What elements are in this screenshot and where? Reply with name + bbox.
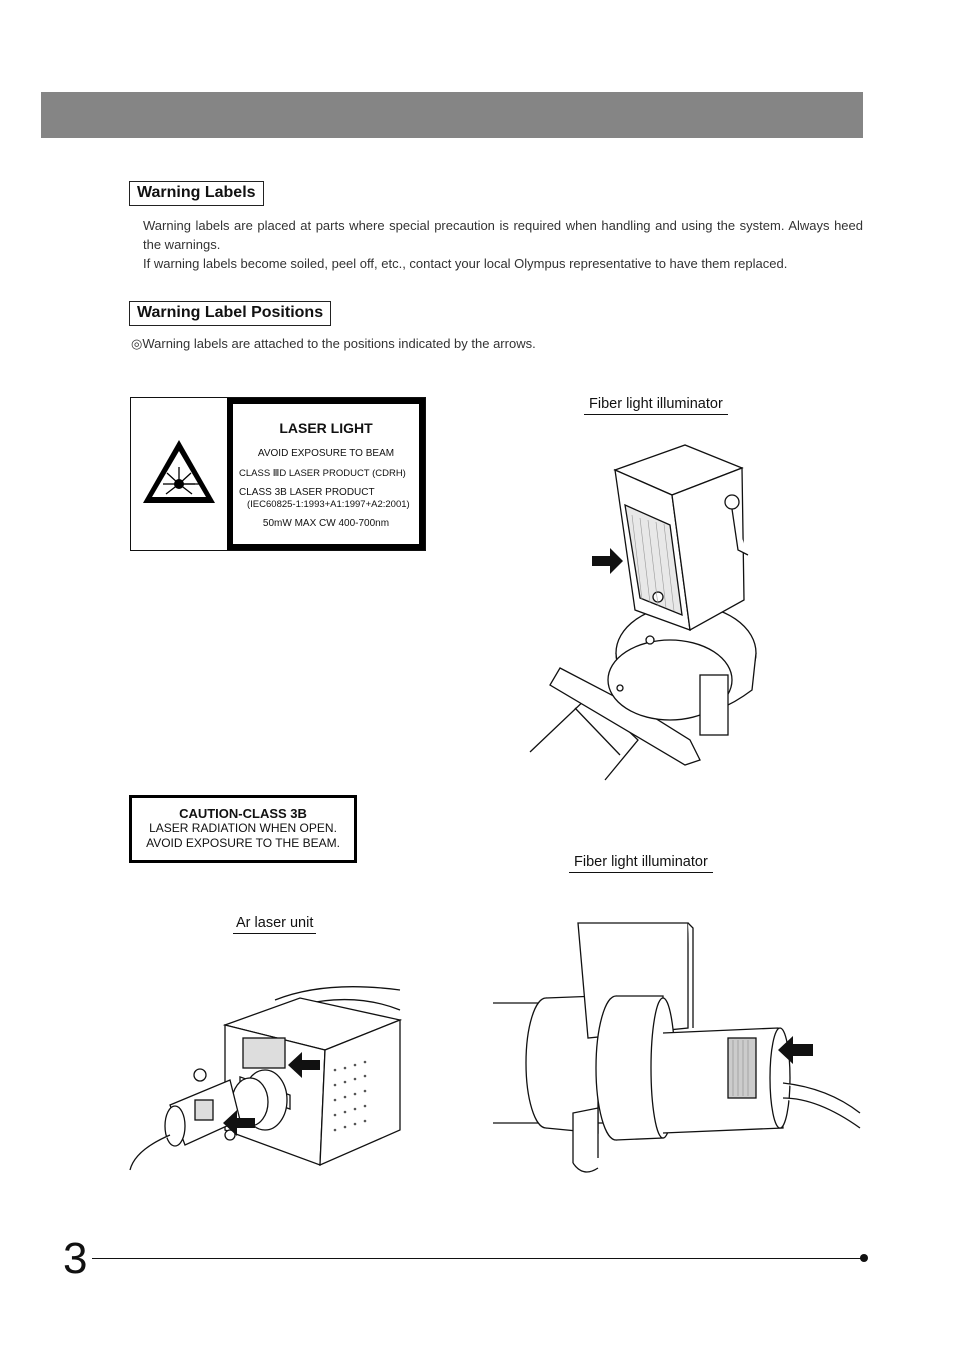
laser-label-text-panel: LASER LIGHT AVOID EXPOSURE TO BEAM CLASS… <box>227 398 425 550</box>
warning-labels-line-1: Warning labels are placed at parts where… <box>143 218 863 252</box>
heading-warning-label-positions: Warning Label Positions <box>129 301 332 326</box>
arrow-icon <box>778 1036 813 1064</box>
arrow-icon <box>223 1110 255 1136</box>
page-number: 3 <box>63 1234 88 1283</box>
caption-ar-laser-unit: Ar laser unit <box>233 915 317 934</box>
laser-label-line-2: CLASS ⅢD LASER PRODUCT (CDRH) <box>239 468 406 479</box>
heading-warning-labels: Warning Labels <box>129 181 264 206</box>
laser-label-line-4: (IEC60825-1:1993+A1:1997+A2:2001) <box>247 499 410 510</box>
warning-labels-line-2: If warning labels become soiled, peel of… <box>143 256 788 271</box>
laser-light-label: LASER LIGHT AVOID EXPOSURE TO BEAM CLASS… <box>130 397 426 551</box>
footer-rule <box>92 1258 864 1259</box>
caution-label-line-1: LASER RADIATION WHEN OPEN. <box>149 821 337 835</box>
arrow-icon <box>592 548 623 574</box>
laser-hazard-icon <box>143 440 215 503</box>
footer-dot <box>860 1254 868 1262</box>
laser-label-line-3: CLASS 3B LASER PRODUCT <box>239 487 375 498</box>
caution-label-line-2: AVOID EXPOSURE TO THE BEAM. <box>146 836 340 850</box>
caution-label-title: CAUTION-CLASS 3B <box>179 806 307 821</box>
ar-laser-unit-illustration <box>129 986 403 1171</box>
section-header-bar <box>41 92 863 138</box>
laser-label-line-1: AVOID EXPOSURE TO BEAM <box>257 448 395 459</box>
caution-class-3b-label: CAUTION-CLASS 3B LASER RADIATION WHEN OP… <box>129 795 357 863</box>
arrow-icon <box>288 1052 320 1078</box>
caption-fiber-light-illuminator-bottom: Fiber light illuminator <box>569 854 713 873</box>
positions-note: ◎Warning labels are attached to the posi… <box>131 336 536 351</box>
laser-label-title: LASER LIGHT <box>279 420 373 436</box>
warning-labels-paragraph: Warning labels are placed at parts where… <box>143 216 863 273</box>
laser-warning-symbol <box>131 398 228 550</box>
laser-label-line-5: 50mW MAX CW 400-700nm <box>262 518 390 529</box>
caption-fiber-light-illuminator-top: Fiber light illuminator <box>584 396 728 415</box>
fiber-light-illuminator-illustration-bottom <box>493 922 861 1173</box>
fiber-light-illuminator-illustration-top <box>529 444 757 781</box>
